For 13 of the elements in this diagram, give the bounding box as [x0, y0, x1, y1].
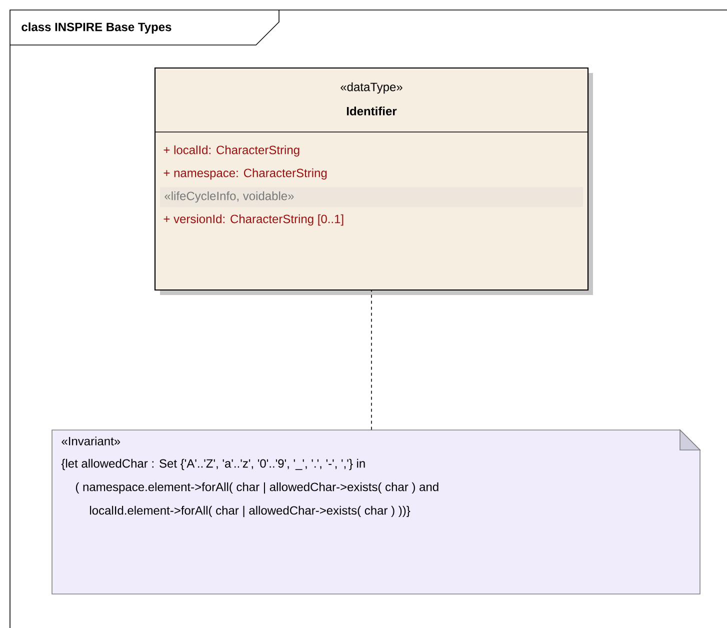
note-text: localId.element->forAll( char | allowedChar->exists( char ) ))}: [90, 506, 410, 518]
note-text: {let allowedChar : Set {'A'..'Z', 'a'..'z', '0'..'9', '_', '.', '-', ','} in: [61, 458, 365, 470]
class-box: [154, 67, 593, 295]
connector: [371, 290, 372, 430]
attribute: + versionId: CharacterString [0..1]: [164, 214, 344, 226]
frame-title: class INSPIRE Base Types: [22, 22, 172, 34]
attribute: + localId: CharacterString: [164, 145, 300, 157]
note-text: «Invariant»: [62, 436, 120, 446]
note-text: ( namespace.element->forAll( char | allowedChar->exists( char ) and: [76, 482, 438, 494]
stereotype: «dataType»: [340, 82, 402, 94]
class-name: Identifier: [346, 106, 397, 116]
attribute: + namespace: CharacterString: [164, 168, 327, 180]
stereotype: «lifeCycleInfo, voidable»: [164, 191, 294, 203]
